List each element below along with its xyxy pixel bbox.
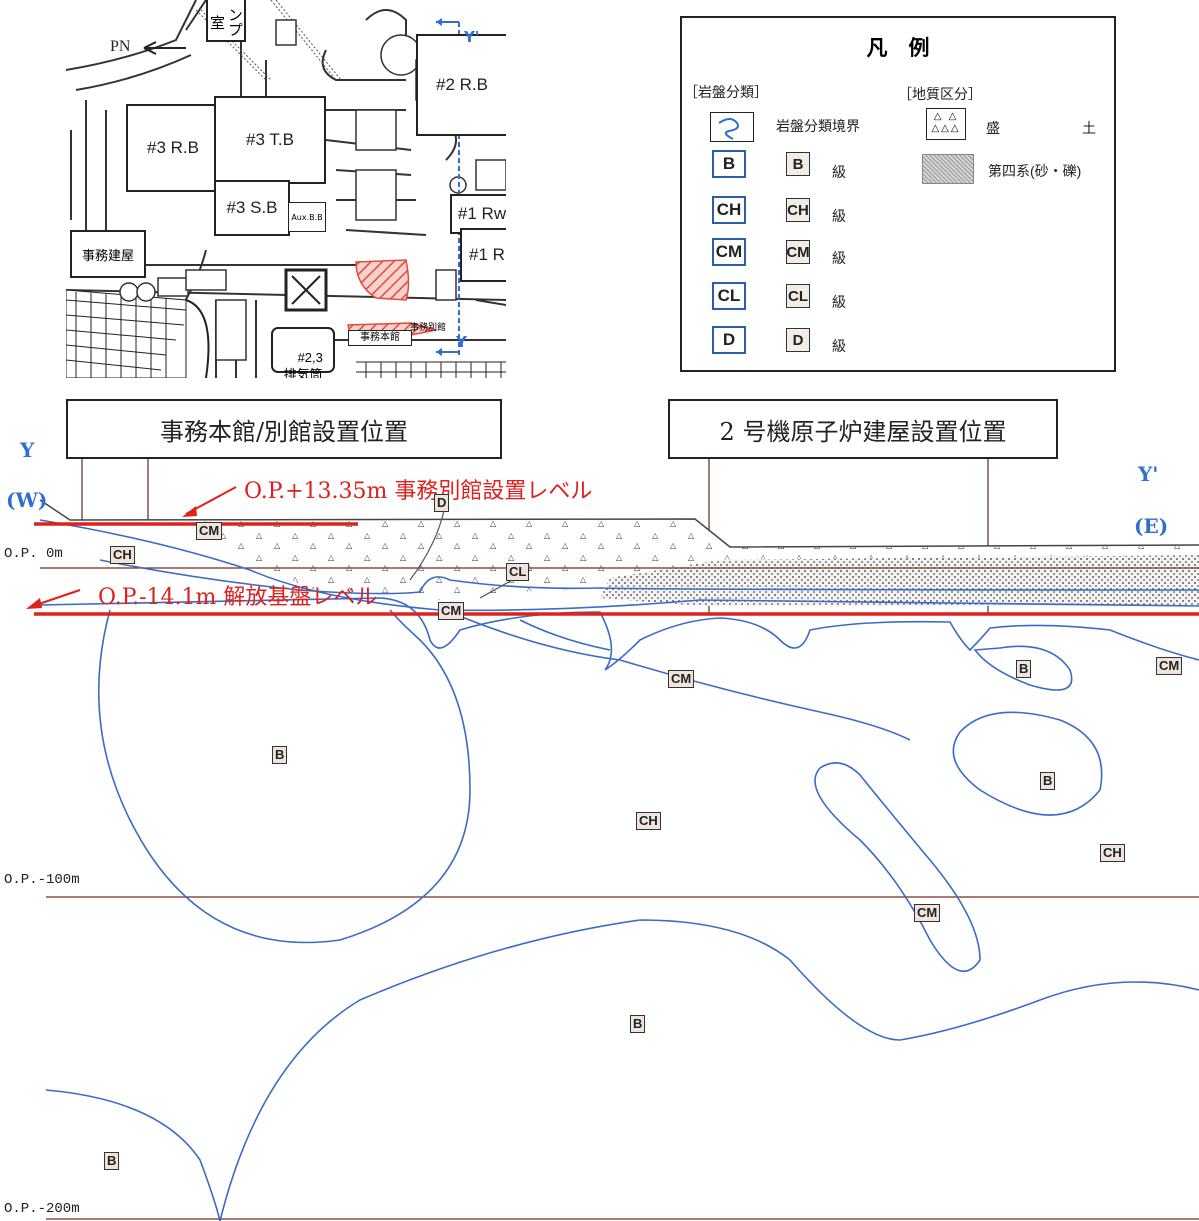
office-position-label: 事務本館/別館設置位置	[159, 417, 409, 446]
building-r3-sb: #3 S.B	[214, 180, 290, 236]
legend-quaternary-label: 第四系(砂・礫)	[988, 163, 1082, 179]
legend-class-b-symbol: B	[712, 150, 746, 178]
stack-label: #2,3 排気筒	[272, 332, 334, 378]
pump-room-label: ンプ室	[208, 7, 244, 37]
legend-geology-header: ［地質区分］	[898, 86, 982, 102]
building-r1-r-label: #1 R	[469, 245, 505, 264]
zone-label-b: B	[1040, 772, 1056, 790]
legend-class-cl-symbol: CL	[712, 282, 746, 310]
zone-label-cl: CL	[506, 563, 530, 581]
office-building-label: 事務建屋	[81, 248, 134, 264]
building-aux-bb: Aux.B.B	[288, 202, 326, 232]
building-r3-rb-label: #3 R.B	[147, 138, 199, 157]
op-0m-label: O.P. 0m	[4, 546, 63, 562]
building-r3-sb-label: #3 S.B	[226, 198, 278, 217]
legend-fill-symbol: △ △△△△	[926, 108, 966, 140]
stack-label-text: #2,3 排気筒	[283, 350, 323, 378]
office-main-map: 事務本館	[348, 330, 412, 346]
office-annex-map-label: 事務別館	[409, 323, 446, 333]
building-r1-rw-label: #1 Rw	[457, 204, 506, 223]
op-200m-label: O.P.-200m	[4, 1201, 80, 1217]
legend-fill-label2: 土	[1082, 120, 1096, 136]
office-position-box: 事務本館/別館設置位置	[66, 399, 502, 459]
reactor-position-box: 2 号機原子炉建屋設置位置	[668, 399, 1058, 459]
section-y-left: Y	[20, 438, 35, 462]
building-r1-r: #1 R	[460, 228, 506, 282]
legend-boundary-label: 岩盤分類境界	[776, 118, 860, 134]
legend-rock-class-header: ［岩盤分類］	[684, 84, 768, 100]
zone-label-ch: CH	[110, 546, 135, 564]
reactor-position-label: 2 号機原子炉建屋設置位置	[719, 417, 1007, 446]
legend-class-d-label: D	[786, 328, 810, 352]
legend-class-cm-label: CM	[786, 240, 810, 264]
zone-label-cm: CM	[438, 602, 465, 620]
legend: 凡 例 ［岩盤分類］ ［地質区分］ 岩盤分類境界 △ △△△△ 盛 土 第四系(…	[680, 16, 1116, 372]
op-100m-label: O.P.-100m	[4, 872, 80, 888]
legend-class-d-suffix: 級	[832, 338, 846, 354]
section-e-right: (E)	[1134, 514, 1169, 538]
building-r2-rb: #2 R.B	[416, 34, 506, 136]
zone-label-b: B	[104, 1152, 120, 1170]
legend-class-ch-symbol: CH	[712, 196, 746, 224]
building-r3-tb-label: #3 T.B	[246, 130, 294, 149]
zone-label-cm: CM	[914, 904, 941, 922]
legend-class-d-symbol: D	[712, 326, 746, 354]
zone-label-cm: CM	[1156, 657, 1183, 675]
map-y: Y	[456, 333, 467, 351]
annex-level-label: O.P.+13.35m 事務別館設置レベル	[244, 479, 593, 504]
legend-fill-label: 盛	[986, 120, 1000, 136]
section-y-right: Y'	[1138, 462, 1159, 486]
legend-boundary-symbol	[710, 112, 754, 142]
section-w-left: (W)	[6, 488, 48, 512]
pn-label: PN	[110, 38, 131, 55]
legend-quaternary-symbol	[922, 154, 974, 184]
bedrock-level-label: O.P.-14.1m 解放基盤レベル	[98, 585, 378, 610]
legend-class-cm-suffix: 級	[832, 250, 846, 266]
map-y-prime: Y'	[464, 28, 480, 46]
legend-class-cl-label: CL	[786, 284, 810, 308]
zone-label-cm: CM	[196, 522, 223, 540]
legend-class-ch-label: CH	[786, 198, 810, 222]
zone-label-ch: CH	[1100, 844, 1125, 862]
zone-label-b: B	[1016, 660, 1032, 678]
zone-label-cm: CM	[668, 670, 695, 688]
office-main-map-label: 事務本館	[360, 332, 400, 343]
legend-class-cl-suffix: 級	[832, 294, 846, 310]
boundary-line-icon	[718, 118, 739, 140]
zone-label-ch: CH	[636, 812, 661, 830]
legend-class-b-suffix: 級	[832, 164, 846, 180]
legend-class-ch-suffix: 級	[832, 208, 846, 224]
legend-class-cm-symbol: CM	[712, 238, 746, 266]
building-r3-tb: #3 T.B	[214, 96, 326, 184]
building-aux-bb-label: Aux.B.B	[291, 212, 323, 222]
building-r3-rb: #3 R.B	[126, 104, 220, 192]
pump-room: ンプ室	[206, 0, 246, 42]
legend-class-b-label: B	[786, 152, 810, 176]
zone-label-b: B	[272, 746, 288, 764]
legend-title: 凡 例	[866, 37, 930, 60]
site-map: PN ンプ室 #2 R.B #3 R.B #3 T.B #3 S.B Aux.B…	[66, 0, 506, 378]
office-annex-map: 事務別館	[408, 322, 448, 334]
zone-label-d: D	[434, 494, 450, 512]
zone-label-b: B	[630, 1015, 646, 1033]
building-r2-rb-label: #2 R.B	[436, 75, 488, 94]
office-building: 事務建屋	[70, 230, 146, 278]
